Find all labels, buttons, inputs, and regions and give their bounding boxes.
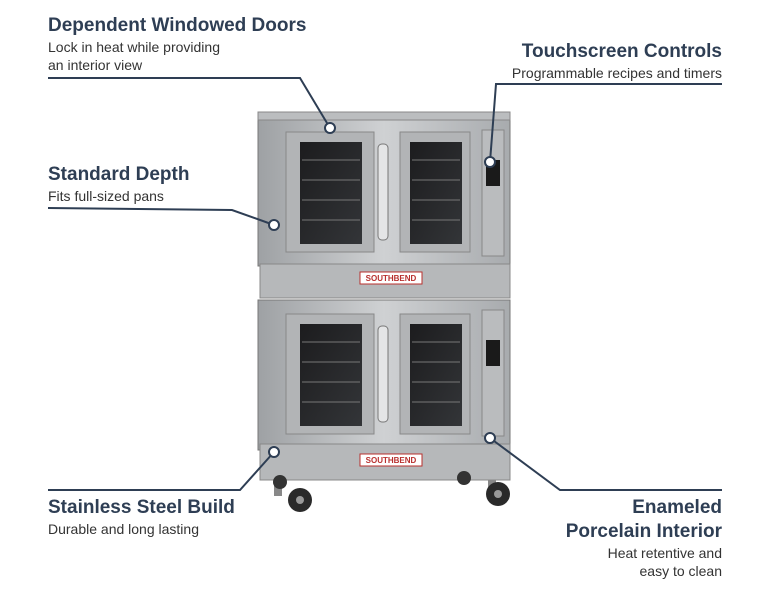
caster-hub-right [494, 490, 502, 498]
callout-doors-desc-2: an interior view [48, 57, 143, 73]
leader-line-controls [489, 83, 722, 163]
callout-dot-steel [268, 446, 280, 458]
lower-touchscreen [486, 340, 500, 366]
upper-oven: SOUTHBEND [257, 111, 511, 299]
callout-interior-desc-2: easy to clean [639, 563, 723, 579]
leader-line-depth [47, 207, 275, 226]
callout-controls-desc: Programmable recipes and timers [511, 65, 722, 81]
lower-door-handle [377, 325, 389, 423]
lower-brand-text: SOUTHBEND [366, 456, 417, 465]
callout-dot-doors [324, 122, 336, 134]
callout-interior-title-1: Enameled [632, 497, 722, 518]
callout-steel-desc: Durable and long lasting [48, 521, 199, 537]
callout-doors: Dependent Windowed Doors Lock in heat wh… [48, 14, 306, 74]
callout-doors-desc-1: Lock in heat while providing [48, 39, 220, 55]
callout-depth-desc: Fits full-sized pans [48, 188, 164, 204]
upper-right-window [410, 142, 462, 244]
callout-steel-title: Stainless Steel Build [48, 497, 235, 518]
callout-depth-title: Standard Depth [48, 164, 190, 185]
lower-racks [302, 341, 460, 403]
callout-interior: Enameled Porcelain Interior Heat retenti… [566, 496, 722, 580]
caster-hub-left [296, 496, 304, 504]
callout-steel: Stainless Steel Build Durable and long l… [48, 496, 235, 538]
callout-doors-title: Dependent Windowed Doors [48, 15, 307, 36]
upper-left-window [300, 142, 362, 244]
caster-back-right [457, 471, 471, 485]
caster-back-left [273, 475, 287, 489]
upper-brand-plate [359, 271, 423, 285]
callout-dot-controls [484, 156, 496, 168]
lower-brand-plate [359, 453, 423, 467]
upper-door-handle [377, 143, 389, 241]
leader-line-doors [48, 77, 331, 129]
upper-brand-text: SOUTHBEND [366, 274, 417, 283]
callout-dot-depth [268, 219, 280, 231]
casters [273, 471, 510, 512]
convection-oven-illustration: SOUTHBEND SOUTHBEND [257, 111, 511, 512]
leader-line-steel [48, 451, 275, 491]
callout-interior-desc-1: Heat retentive and [607, 545, 722, 561]
callout-controls: Touchscreen Controls Programmable recipe… [512, 40, 722, 82]
callout-dot-interior [484, 432, 496, 444]
upper-racks [302, 159, 460, 221]
callout-interior-title-2: Porcelain Interior [565, 521, 722, 542]
lower-right-window [410, 324, 462, 426]
callout-controls-title: Touchscreen Controls [521, 41, 722, 62]
leader-line-interior [489, 437, 722, 491]
lower-left-window [300, 324, 362, 426]
upper-oven-top [257, 111, 511, 121]
callout-depth: Standard Depth Fits full-sized pans [48, 163, 189, 205]
